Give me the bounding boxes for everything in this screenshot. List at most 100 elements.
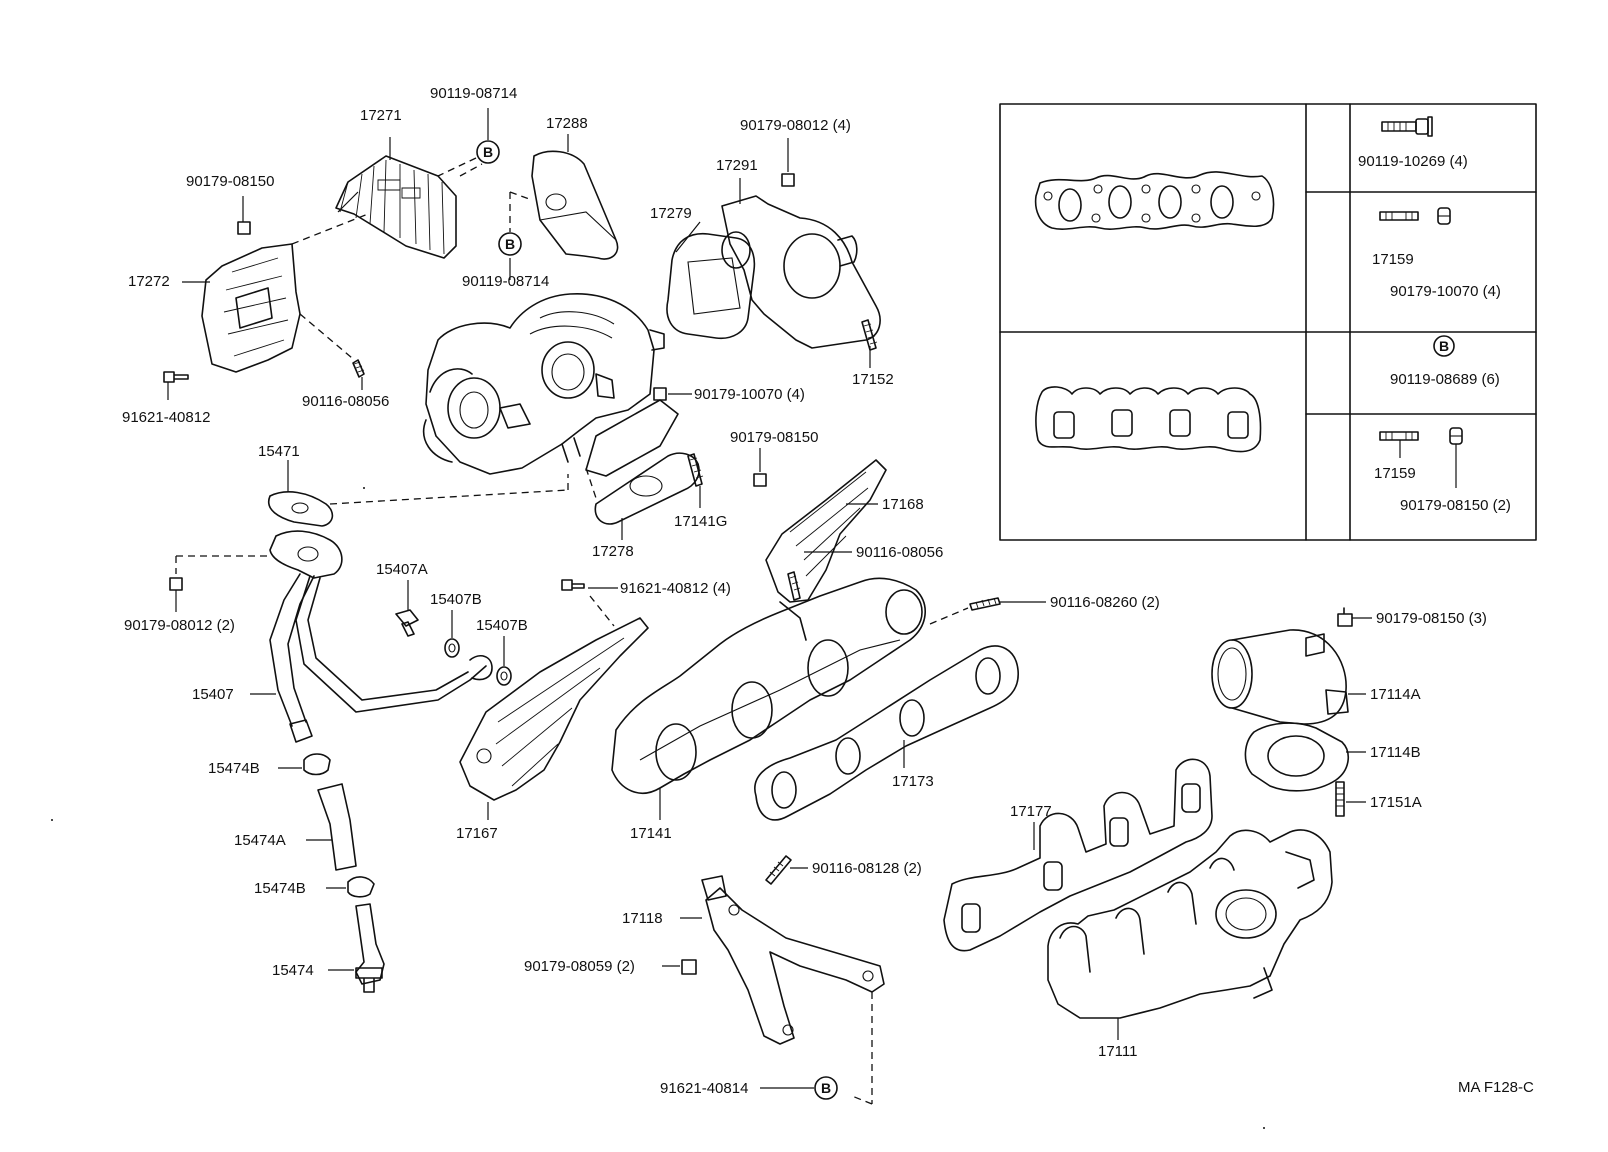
label-17173: 17173 — [892, 773, 934, 790]
label-15407B-b: 15407B — [476, 617, 528, 634]
label-90179-08012-2: 90179-08012 (2) — [124, 617, 235, 634]
label-17111: 17111 — [1098, 1043, 1138, 1060]
intake-manifold-icon — [1047, 829, 1333, 1019]
label-91621-40814: 91621-40814 — [660, 1080, 748, 1097]
bolt-icon — [163, 371, 189, 383]
turbocharger-icon — [422, 293, 665, 475]
label-15474B-a: 15474B — [208, 760, 260, 777]
hose-clamp-icon — [347, 876, 375, 898]
label-90179-08059-2: 90179-08059 (2) — [524, 958, 635, 975]
b-marker-icon: B — [498, 232, 522, 256]
exhaust-gasket-icon — [754, 645, 1019, 821]
label-17168: 17168 — [882, 496, 924, 513]
bolt-icon — [1381, 116, 1433, 137]
label-17141: 17141 — [630, 825, 672, 842]
label-90179-10070-4: 90179-10070 (4) — [694, 386, 805, 403]
stud-icon — [687, 453, 704, 487]
stud-icon — [1379, 211, 1419, 221]
oil-pipe-lower-icon — [355, 903, 385, 993]
stud-icon — [352, 359, 365, 378]
inset-table: B — [999, 103, 1537, 541]
gasket-upper-icon — [1034, 171, 1275, 230]
label-90116-08056-b: 90116-08056 — [856, 544, 943, 561]
label-15471: 15471 — [258, 443, 300, 460]
stud-icon — [1335, 781, 1345, 817]
label-17118: 17118 — [622, 910, 663, 927]
oil-pipe-icon — [269, 530, 493, 743]
intake-gasket-icon — [943, 758, 1213, 952]
oil-hose-icon — [317, 783, 357, 871]
label-17151A: 17151A — [1370, 794, 1422, 811]
label-17141G: 17141G — [674, 513, 727, 530]
label-91621-40812-4: 91621-40812 (4) — [620, 580, 731, 597]
gasket-17114B-icon — [1244, 722, 1349, 792]
nut-icon — [1337, 607, 1353, 627]
label-15407B-a: 15407B — [430, 591, 482, 608]
b-marker-icon: B — [1433, 335, 1455, 357]
label-17159-a: 17159 — [1372, 251, 1414, 268]
heat-shield-upper-icon — [335, 155, 457, 259]
label-15474A: 15474A — [234, 832, 286, 849]
nut-icon — [681, 959, 697, 975]
label-90119-08714-top: 90119-08714 — [430, 85, 517, 102]
nut-icon — [169, 577, 183, 591]
stud-icon — [969, 597, 1001, 611]
diagram-code: MA F128-C — [1458, 1079, 1534, 1096]
label-17291: 17291 — [716, 157, 758, 174]
label-15474B-b: 15474B — [254, 880, 306, 897]
label-90179-08150-b: 90179-08150 — [730, 429, 818, 446]
turbo-flange-icon — [585, 399, 679, 477]
b-marker-icon: B — [476, 140, 500, 164]
label-17279: 17279 — [650, 205, 692, 222]
stud-icon — [787, 571, 801, 601]
label-17177: 17177 — [1010, 803, 1052, 820]
gasket-17279-icon — [666, 232, 756, 340]
bolt-icon — [561, 579, 585, 591]
label-90116-08128-2: 90116-08128 (2) — [812, 860, 922, 877]
label-17288: 17288 — [546, 115, 588, 132]
part-labels: 17271 90119-08714 17288 90179-08012 (4) … — [122, 85, 1534, 1097]
label-17272: 17272 — [128, 273, 170, 290]
label-17159-b: 17159 — [1374, 465, 1416, 482]
label-17114B: 17114B — [1370, 744, 1421, 761]
label-90116-08260-2: 90116-08260 (2) — [1050, 594, 1160, 611]
svg-text:B: B — [483, 144, 493, 160]
manifold-stay-icon — [701, 875, 885, 1045]
intake-elbow-icon — [1211, 629, 1349, 725]
exhaust-elbow-icon — [721, 195, 881, 349]
svg-text:B: B — [821, 1080, 831, 1096]
nut-icon — [1449, 427, 1463, 445]
stud-icon — [765, 855, 792, 885]
gasket-15471-icon — [267, 491, 334, 527]
nut-icon — [653, 387, 667, 401]
label-17278: 17278 — [592, 543, 634, 560]
label-90119-10269-4: 90119-10269 (4) — [1358, 153, 1468, 170]
heat-shield-lower-icon — [201, 243, 301, 373]
label-15474: 15474 — [272, 962, 314, 979]
heat-insulator-17168-icon — [765, 459, 887, 603]
label-17271: 17271 — [360, 107, 402, 124]
svg-text:B: B — [505, 236, 515, 252]
label-90179-08150-2: 90179-08150 (2) — [1400, 497, 1511, 514]
washer-icon — [496, 666, 512, 686]
exhaust-manifold-icon — [611, 577, 926, 794]
label-90116-08056-a: 90116-08056 — [302, 393, 389, 410]
turbo-cover-icon — [531, 150, 619, 260]
label-90179-08150-a: 90179-08150 — [186, 173, 274, 190]
label-17167: 17167 — [456, 825, 498, 842]
stud-icon — [1379, 431, 1419, 441]
label-90119-08714-mid: 90119-08714 — [462, 273, 549, 290]
gasket-17278-icon — [594, 452, 700, 525]
union-bolt-icon — [395, 609, 419, 637]
hose-clamp-icon — [303, 753, 331, 776]
label-90179-10070-4-inset: 90179-10070 (4) — [1390, 283, 1501, 300]
nut-icon — [237, 221, 251, 235]
label-17152: 17152 — [852, 371, 894, 388]
nut-icon — [753, 473, 767, 487]
label-15407A: 15407A — [376, 561, 428, 578]
label-91621-40812: 91621-40812 — [122, 409, 210, 426]
svg-text:B: B — [1439, 338, 1449, 354]
nut-icon — [781, 173, 795, 187]
